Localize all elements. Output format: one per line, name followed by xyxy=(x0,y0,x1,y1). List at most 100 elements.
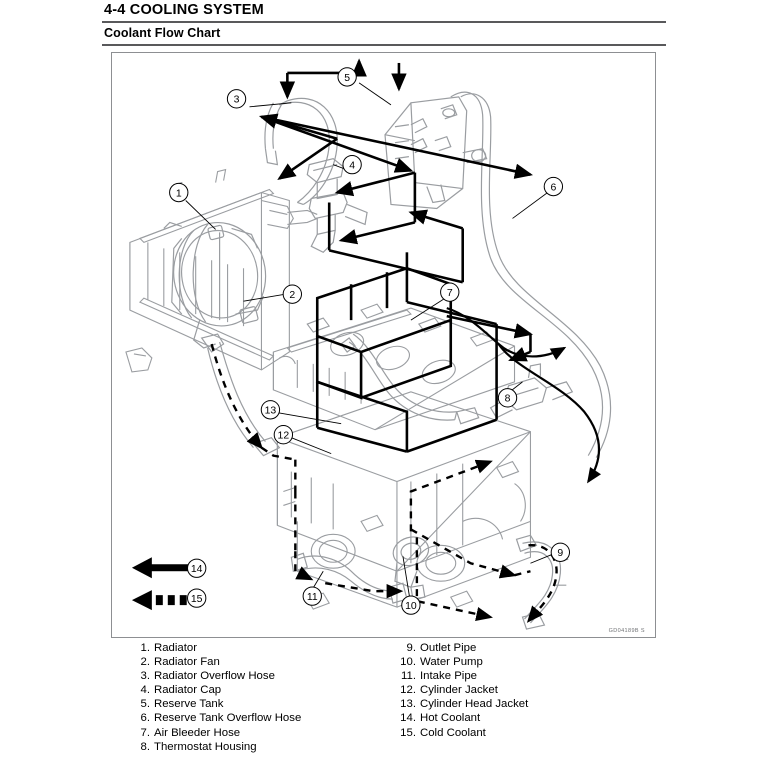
legend-item-number: 3. xyxy=(140,670,151,683)
legend-item-label: Air Bleeder Hose xyxy=(154,726,241,739)
section-title: Coolant Flow Chart xyxy=(104,26,221,40)
legend-item-label: Reserve Tank xyxy=(154,698,224,711)
legend-item-number: 11. xyxy=(401,670,416,683)
callout-number: 14 xyxy=(191,564,203,575)
hot-coolant-key-arrow xyxy=(131,557,204,579)
cylinder-block xyxy=(276,391,532,610)
legend-item: 11. Intake Pipe xyxy=(396,669,528,683)
radiator-cap xyxy=(306,157,368,254)
callout-number: 9 xyxy=(557,548,563,559)
callout-circle xyxy=(337,67,357,87)
callout-leaders xyxy=(185,82,553,600)
legend-item-number: 6. xyxy=(140,712,151,725)
reserve-tank xyxy=(384,96,488,210)
legend-item: 2.Radiator Fan xyxy=(130,655,301,669)
legend-item: 10. Water Pump xyxy=(396,655,528,669)
radiator-overflow-hose xyxy=(264,97,338,206)
callout-number: 12 xyxy=(278,431,290,442)
legend-item-label: Cold Coolant xyxy=(420,726,486,739)
callout-number: 7 xyxy=(447,288,453,299)
legend-item: 14. Hot Coolant xyxy=(396,711,528,725)
legend-item: 4.Radiator Cap xyxy=(130,683,301,697)
lower-radiator-hose xyxy=(200,333,281,457)
callout-number: 1 xyxy=(176,188,182,199)
callout-circle xyxy=(273,425,294,445)
callout-number: 15 xyxy=(191,594,203,605)
legend-item-label: Water Pump xyxy=(420,656,483,669)
callout-circle xyxy=(187,588,207,608)
callout-circle xyxy=(302,586,322,606)
callout-circle xyxy=(342,154,362,175)
callout-circle xyxy=(169,182,189,203)
callout-8: 8 xyxy=(497,388,518,408)
callout-2: 2 xyxy=(282,284,303,304)
legend-item-label: Outlet Pipe xyxy=(420,642,477,654)
radiator-assembly xyxy=(125,168,294,373)
legend-item-label: Cylinder Jacket xyxy=(420,684,498,697)
callout-circle xyxy=(497,388,518,408)
cylinder-head xyxy=(272,303,516,431)
callout-circle xyxy=(401,595,421,615)
legend-item-label: Thermostat Housing xyxy=(154,740,257,753)
callout-12: 12 xyxy=(273,425,294,445)
callout-number: 2 xyxy=(289,290,295,301)
callout-number: 5 xyxy=(344,73,350,84)
legend-item: 6.Reserve Tank Overflow Hose xyxy=(130,711,302,725)
legend-item-number: 15. xyxy=(400,726,416,739)
callout-7: 7 xyxy=(440,282,460,302)
callout-11: 11 xyxy=(302,586,322,606)
callout-number: 4 xyxy=(349,161,355,172)
legend-item-number: 10. xyxy=(400,656,416,669)
figure-code: GD04189B S xyxy=(608,628,645,634)
legend-item-number: 12. xyxy=(400,684,416,697)
legend-item-number: 4. xyxy=(140,684,151,697)
legend-item-label: Cylinder Head Jacket xyxy=(420,698,529,711)
legend-item: 9.Outlet Pipe xyxy=(396,641,528,655)
callout-number: 11 xyxy=(307,592,318,603)
callout-circle xyxy=(226,89,247,109)
legend-item: 1.Radiator xyxy=(130,641,301,655)
legend-item-label: Radiator Overflow Hose xyxy=(154,670,275,683)
callout-number: 8 xyxy=(505,394,511,405)
callout-15: 15 xyxy=(187,588,207,608)
callout-10: 10 xyxy=(401,595,421,615)
page-title: 4-4 COOLING SYSTEM xyxy=(104,2,264,18)
legend-item-label: Hot Coolant xyxy=(420,712,481,725)
callout-number: 6 xyxy=(550,182,556,193)
radiator-fan xyxy=(163,221,267,349)
legend-item-number: 8. xyxy=(140,740,151,753)
upper-radiator-hose xyxy=(287,209,318,226)
callout-9: 9 xyxy=(550,542,571,562)
callout-circle xyxy=(282,284,303,304)
legend-item-number: 14. xyxy=(400,712,416,725)
legend-item-number: 2. xyxy=(140,656,151,669)
cold-coolant-flow-path xyxy=(210,343,558,623)
callout-1: 1 xyxy=(169,182,189,203)
legend-item: 13.Cylinder Head Jacket xyxy=(396,697,528,711)
callout-4: 4 xyxy=(342,154,362,175)
legend-item-label: Radiator xyxy=(154,642,198,654)
reserve-tank-overflow-hose xyxy=(450,91,612,458)
callout-6: 6 xyxy=(543,176,564,197)
callout-circle xyxy=(440,282,460,302)
callout-5: 5 xyxy=(337,67,357,87)
legend-item: 3.Radiator Overflow Hose xyxy=(130,669,301,683)
legend-item-label: Radiator Fan xyxy=(154,656,220,669)
callout-circle xyxy=(187,558,207,578)
legend-item: 15. Cold Coolant xyxy=(396,726,528,740)
callout-13: 13 xyxy=(260,400,281,420)
legend-item-label: Intake Pipe xyxy=(420,670,477,683)
legend-item: 12. Cylinder Jacket xyxy=(396,683,528,697)
callout-number: 13 xyxy=(265,406,277,417)
header-rule-top xyxy=(102,21,666,23)
callout-circle xyxy=(550,542,571,562)
callout-circle xyxy=(543,176,564,197)
legend-item-number: 5. xyxy=(140,698,151,711)
legend-item: 8.Thermostat Housing xyxy=(130,740,301,754)
